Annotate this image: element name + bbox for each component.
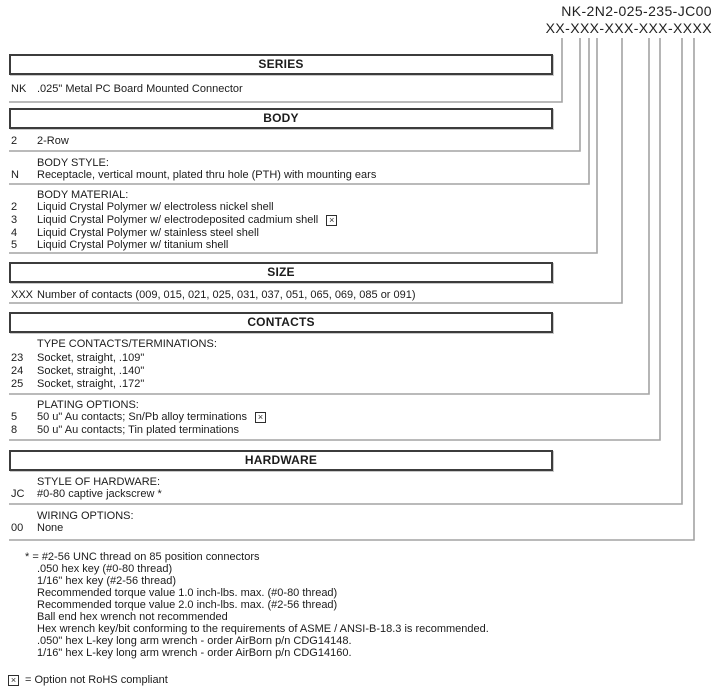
option-code: 4 bbox=[11, 227, 18, 239]
option-desc: Number of contacts (009, 015, 021, 025, … bbox=[37, 289, 416, 301]
option-code: 5 bbox=[11, 239, 18, 251]
not-rohs-icon: × bbox=[254, 411, 266, 423]
option-code: 2 bbox=[11, 135, 18, 147]
option-desc: 50 u" Au contacts; Sn/Pb alloy terminati… bbox=[37, 411, 247, 423]
option-desc: Liquid Crystal Polymer w/ stainless stee… bbox=[37, 227, 259, 239]
group-label-hardware-style: STYLE OF HARDWARE: bbox=[37, 476, 161, 488]
option-code: N bbox=[11, 169, 19, 181]
option-code: JC bbox=[11, 488, 25, 500]
section-header-series: SERIES bbox=[9, 54, 553, 75]
not-rohs-icon: × bbox=[8, 674, 19, 686]
connector-line-series bbox=[9, 38, 563, 103]
option-row-plating-8: 8 50 u" Au contacts; Tin plated terminat… bbox=[0, 424, 720, 437]
option-row-series-nk: NK .025" Metal PC Board Mounted Connecto… bbox=[0, 83, 720, 96]
section-header-size: SIZE bbox=[9, 262, 553, 283]
option-code: 3 bbox=[11, 214, 18, 226]
rohs-legend-text: = Option not RoHS compliant bbox=[25, 674, 168, 686]
option-code: 2 bbox=[11, 201, 18, 213]
connector-line-size bbox=[9, 38, 623, 304]
option-row-material-4: 4 Liquid Crystal Polymer w/ stainless st… bbox=[0, 227, 720, 240]
part-number-example: NK-2N2-025-235-JC00 bbox=[561, 3, 712, 19]
option-row-wiring-00: 00 None bbox=[0, 522, 720, 535]
option-row-material-5: 5 Liquid Crystal Polymer w/ titanium she… bbox=[0, 239, 720, 252]
option-code: 00 bbox=[11, 522, 24, 534]
rohs-legend: × = Option not RoHS compliant bbox=[8, 674, 168, 686]
option-row-contact-24: 24 Socket, straight, .140" bbox=[0, 365, 720, 378]
option-desc: 50 u" Au contacts; Tin plated terminatio… bbox=[37, 424, 240, 436]
option-code: XXX bbox=[11, 289, 34, 301]
section-header-hardware: HARDWARE bbox=[9, 450, 553, 471]
footnote-line: Recommended torque value 1.0 inch-lbs. m… bbox=[37, 587, 338, 599]
option-code: 5 bbox=[11, 411, 18, 423]
option-desc: Socket, straight, .172" bbox=[37, 378, 145, 390]
option-row-plating-5: 5 50 u" Au contacts; Sn/Pb alloy termina… bbox=[0, 411, 720, 424]
option-row-body-style-n: N Receptacle, vertical mount, plated thr… bbox=[0, 169, 720, 182]
option-desc: Socket, straight, .140" bbox=[37, 365, 145, 377]
group-label-body-style: BODY STYLE: bbox=[37, 157, 109, 169]
section-title: BODY bbox=[263, 111, 299, 125]
section-title: SERIES bbox=[258, 57, 304, 71]
option-code: 8 bbox=[11, 424, 18, 436]
connector-line-body-rows bbox=[9, 38, 581, 152]
option-desc: Receptacle, vertical mount, plated thru … bbox=[37, 169, 377, 181]
group-label-body-material: BODY MATERIAL: bbox=[37, 189, 129, 201]
option-desc: Liquid Crystal Polymer w/ electrodeposit… bbox=[37, 214, 319, 226]
option-desc: Socket, straight, .109" bbox=[37, 352, 145, 364]
option-code: 24 bbox=[11, 365, 24, 377]
section-title: HARDWARE bbox=[244, 453, 318, 467]
connector-line-wiring bbox=[9, 38, 695, 541]
option-row-size-xxx: XXX Number of contacts (009, 015, 021, 0… bbox=[0, 289, 720, 302]
part-number-mask: XX-XXX-XXX-XXX-XXXX bbox=[545, 20, 712, 36]
footnote-line: 1/16" hex L-key long arm wrench - order … bbox=[37, 647, 352, 659]
footnote-line: Recommended torque value 2.0 inch-lbs. m… bbox=[37, 599, 338, 611]
footnote-line: .050" hex L-key long arm wrench - order … bbox=[37, 635, 352, 647]
footnote-line: 1/16" hex key (#2-56 thread) bbox=[37, 575, 177, 587]
section-title: CONTACTS bbox=[247, 315, 315, 329]
connector-line-plating bbox=[9, 38, 661, 441]
not-rohs-icon: × bbox=[326, 214, 338, 226]
section-header-body: BODY bbox=[9, 108, 553, 129]
section-title: SIZE bbox=[267, 265, 295, 279]
option-desc: Liquid Crystal Polymer w/ electroless ni… bbox=[37, 201, 274, 213]
footnote-line: Hex wrench key/bit conforming to the req… bbox=[37, 623, 489, 635]
group-label-wiring: WIRING OPTIONS: bbox=[37, 510, 134, 522]
option-row-hardware-jc: JC #0-80 captive jackscrew * bbox=[0, 488, 720, 501]
option-desc: None bbox=[37, 522, 64, 534]
group-label-contact-type: TYPE CONTACTS/TERMINATIONS: bbox=[37, 338, 217, 350]
option-row-contact-23: 23 Socket, straight, .109" bbox=[0, 352, 720, 365]
option-row-material-3: 3 Liquid Crystal Polymer w/ electrodepos… bbox=[0, 214, 720, 227]
option-row-material-2: 2 Liquid Crystal Polymer w/ electroless … bbox=[0, 201, 720, 214]
connector-line-contact-type bbox=[9, 38, 650, 395]
option-code: 25 bbox=[11, 378, 24, 390]
footnote-line: .050 hex key (#0-80 thread) bbox=[37, 563, 173, 575]
footnote-line: Ball end hex wrench not recommended bbox=[37, 611, 228, 623]
option-code: 23 bbox=[11, 352, 24, 364]
option-row-contact-25: 25 Socket, straight, .172" bbox=[0, 378, 720, 391]
option-desc: .025" Metal PC Board Mounted Connector bbox=[37, 83, 243, 95]
connector-line-body-style bbox=[9, 38, 590, 185]
option-row-body-2row: 2 2-Row bbox=[0, 135, 720, 148]
group-label-plating: PLATING OPTIONS: bbox=[37, 399, 139, 411]
option-desc: 2-Row bbox=[37, 135, 69, 147]
footnote-intro: * = #2-56 UNC thread on 85 position conn… bbox=[25, 551, 260, 563]
option-desc: #0-80 captive jackscrew * bbox=[37, 488, 162, 500]
connector-line-body-material bbox=[9, 38, 598, 254]
section-header-contacts: CONTACTS bbox=[9, 312, 553, 333]
option-code: NK bbox=[11, 83, 27, 95]
option-desc: Liquid Crystal Polymer w/ titanium shell bbox=[37, 239, 229, 251]
connector-line-hardware-style bbox=[9, 38, 683, 505]
